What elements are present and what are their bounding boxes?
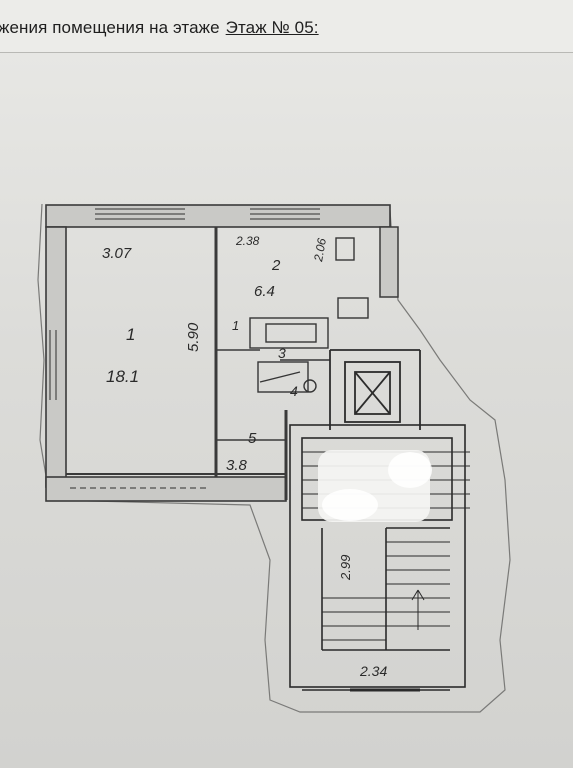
- room5-area: 3.8: [226, 457, 248, 474]
- room1-length: 5.90: [185, 322, 202, 352]
- room1-area: 18.1: [106, 367, 139, 386]
- room5-number: 5: [248, 430, 257, 447]
- outer-boundary: [37, 203, 511, 713]
- stair-depth: 2.99: [338, 555, 353, 581]
- room2-width: 2.38: [235, 234, 260, 248]
- extra-dimension: 1: [232, 318, 239, 333]
- elevator-shaft: [329, 349, 421, 430]
- room2-length: 2.06: [311, 237, 329, 264]
- kitchen-fixtures: [249, 237, 369, 393]
- room2-number: 2: [271, 257, 281, 274]
- stair-width: 2.34: [359, 663, 387, 679]
- header-caption: жения помещения на этаже Этаж № 05:: [0, 18, 319, 38]
- room4-number: 4: [290, 383, 298, 399]
- header-caption-text: жения помещения на этаже: [0, 18, 220, 37]
- room2-area: 6.4: [254, 283, 275, 300]
- windows: [49, 208, 320, 489]
- document-header: жения помещения на этаже Этаж № 05:: [0, 0, 573, 53]
- staircase: [289, 424, 466, 692]
- room1-number: 1: [126, 325, 135, 344]
- room1-width: 3.07: [102, 245, 132, 262]
- floor-number: Этаж № 05:: [225, 18, 319, 37]
- obscured-area: [318, 450, 432, 522]
- room3-number: 3: [278, 345, 286, 361]
